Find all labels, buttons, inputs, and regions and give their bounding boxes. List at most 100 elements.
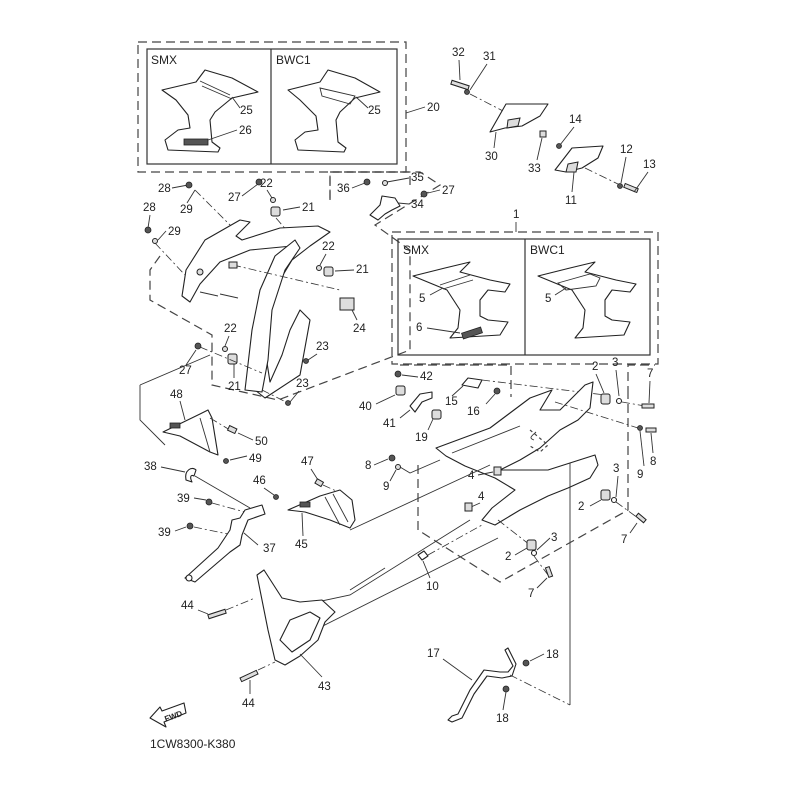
leader-line bbox=[469, 63, 488, 91]
leader-line bbox=[639, 430, 645, 467]
callout-27: 27 bbox=[442, 185, 455, 197]
leader-line bbox=[171, 184, 189, 189]
leader-line bbox=[401, 374, 419, 378]
leader-line bbox=[427, 418, 434, 431]
variant-frame bbox=[146, 48, 398, 165]
dashed-group-outline bbox=[149, 171, 442, 401]
stay-17-group: 17 18 18 bbox=[427, 647, 571, 725]
leader-line bbox=[514, 547, 528, 556]
stay-bracket-37-icon bbox=[184, 504, 266, 583]
callout-21: 21 bbox=[302, 202, 315, 214]
variant-group-20: SMX BWC1 25 26 25 20 bbox=[137, 41, 440, 173]
leader-line bbox=[231, 96, 241, 109]
grommet-icon bbox=[526, 539, 537, 551]
callout-30: 30 bbox=[485, 151, 498, 163]
callout-10: 10 bbox=[426, 581, 439, 593]
bracket-48-icon bbox=[162, 409, 219, 456]
leader-line bbox=[224, 335, 230, 347]
washer-icon bbox=[615, 397, 623, 405]
leader-line bbox=[319, 253, 327, 266]
callout-9: 9 bbox=[383, 481, 389, 493]
leader-line bbox=[389, 469, 397, 482]
callout-23: 23 bbox=[316, 341, 329, 353]
dashed-group-outline bbox=[329, 171, 411, 200]
side-cowling-bwc1-outline bbox=[287, 69, 381, 153]
bracket-group: 48 50 49 38 39 39 37 46 47 bbox=[144, 389, 356, 583]
callout-49: 49 bbox=[249, 453, 262, 465]
screw-icon bbox=[239, 669, 259, 683]
rivet-icon bbox=[226, 424, 238, 435]
screw-icon bbox=[420, 190, 428, 198]
callout-7: 7 bbox=[528, 588, 534, 600]
leader-line bbox=[615, 475, 619, 498]
screw-icon bbox=[388, 454, 396, 462]
leader-line bbox=[301, 512, 304, 537]
callout-12: 12 bbox=[620, 144, 633, 156]
callout-2: 2 bbox=[578, 501, 584, 513]
nut-icon bbox=[556, 143, 562, 149]
leader-line bbox=[334, 269, 355, 272]
callout-18: 18 bbox=[496, 713, 509, 725]
callout-6: 6 bbox=[416, 322, 422, 334]
variant-label-bwc1: BWC1 bbox=[530, 243, 565, 257]
leader-line bbox=[426, 327, 461, 334]
leader-line bbox=[237, 432, 254, 441]
variant-frame bbox=[397, 238, 651, 356]
variant-label-bwc1: BWC1 bbox=[276, 53, 311, 67]
mount-hole bbox=[196, 268, 204, 276]
leader-line bbox=[485, 393, 496, 405]
washer-icon bbox=[530, 549, 538, 557]
callout-14: 14 bbox=[569, 114, 582, 126]
leader-line bbox=[266, 189, 273, 199]
leader-line bbox=[458, 59, 461, 81]
clip-nut-icon bbox=[464, 502, 473, 512]
screw-icon bbox=[635, 512, 647, 524]
assembly-line bbox=[533, 555, 549, 576]
leader-line bbox=[243, 532, 259, 546]
fwd-arrow-icon: FWD bbox=[149, 702, 187, 728]
leader-line bbox=[554, 287, 567, 296]
nut-icon bbox=[285, 400, 291, 406]
grommet-icon bbox=[431, 409, 442, 420]
nut-icon bbox=[223, 458, 229, 464]
leader-line bbox=[477, 471, 494, 476]
washer-icon bbox=[617, 183, 623, 189]
leader-line bbox=[355, 96, 369, 109]
callout-29: 29 bbox=[180, 204, 193, 216]
callout-50: 50 bbox=[255, 436, 268, 448]
callout-34: 34 bbox=[411, 199, 424, 211]
callout-28: 28 bbox=[158, 183, 171, 195]
assembly-line bbox=[194, 189, 236, 231]
leader-line bbox=[451, 385, 464, 397]
under-cowling-right bbox=[435, 381, 599, 526]
washer-icon bbox=[610, 496, 618, 504]
assembly-line bbox=[193, 526, 229, 535]
bracket-45-icon bbox=[287, 489, 356, 529]
callout-25: 25 bbox=[368, 105, 381, 117]
variant-group-1: 1 SMX BWC1 5 6 5 bbox=[391, 209, 659, 365]
washer-icon bbox=[637, 425, 643, 431]
leader-line bbox=[620, 156, 627, 184]
assembly-line bbox=[399, 459, 441, 474]
washer-icon bbox=[270, 197, 276, 203]
callout-7: 7 bbox=[621, 534, 627, 546]
leader-line bbox=[502, 691, 507, 711]
lower-cowl-group: 44 43 44 bbox=[181, 569, 336, 710]
emblem-decal-icon bbox=[183, 138, 209, 146]
assembly-line bbox=[225, 597, 256, 611]
callout-26: 26 bbox=[239, 125, 252, 137]
dashed-group-outline bbox=[391, 231, 659, 365]
bolt-icon bbox=[205, 498, 213, 506]
callout-3: 3 bbox=[613, 463, 619, 475]
reference-line bbox=[349, 567, 386, 591]
screw-icon bbox=[255, 178, 263, 186]
leader-line bbox=[147, 214, 151, 229]
leader-line bbox=[571, 171, 575, 193]
connection-lines bbox=[139, 354, 571, 705]
callout-43: 43 bbox=[318, 681, 331, 693]
assembly-line bbox=[211, 502, 246, 513]
collar-icon bbox=[461, 377, 483, 389]
rivet-icon bbox=[314, 478, 325, 488]
clip-icon bbox=[417, 550, 429, 561]
leader-line bbox=[299, 653, 323, 678]
